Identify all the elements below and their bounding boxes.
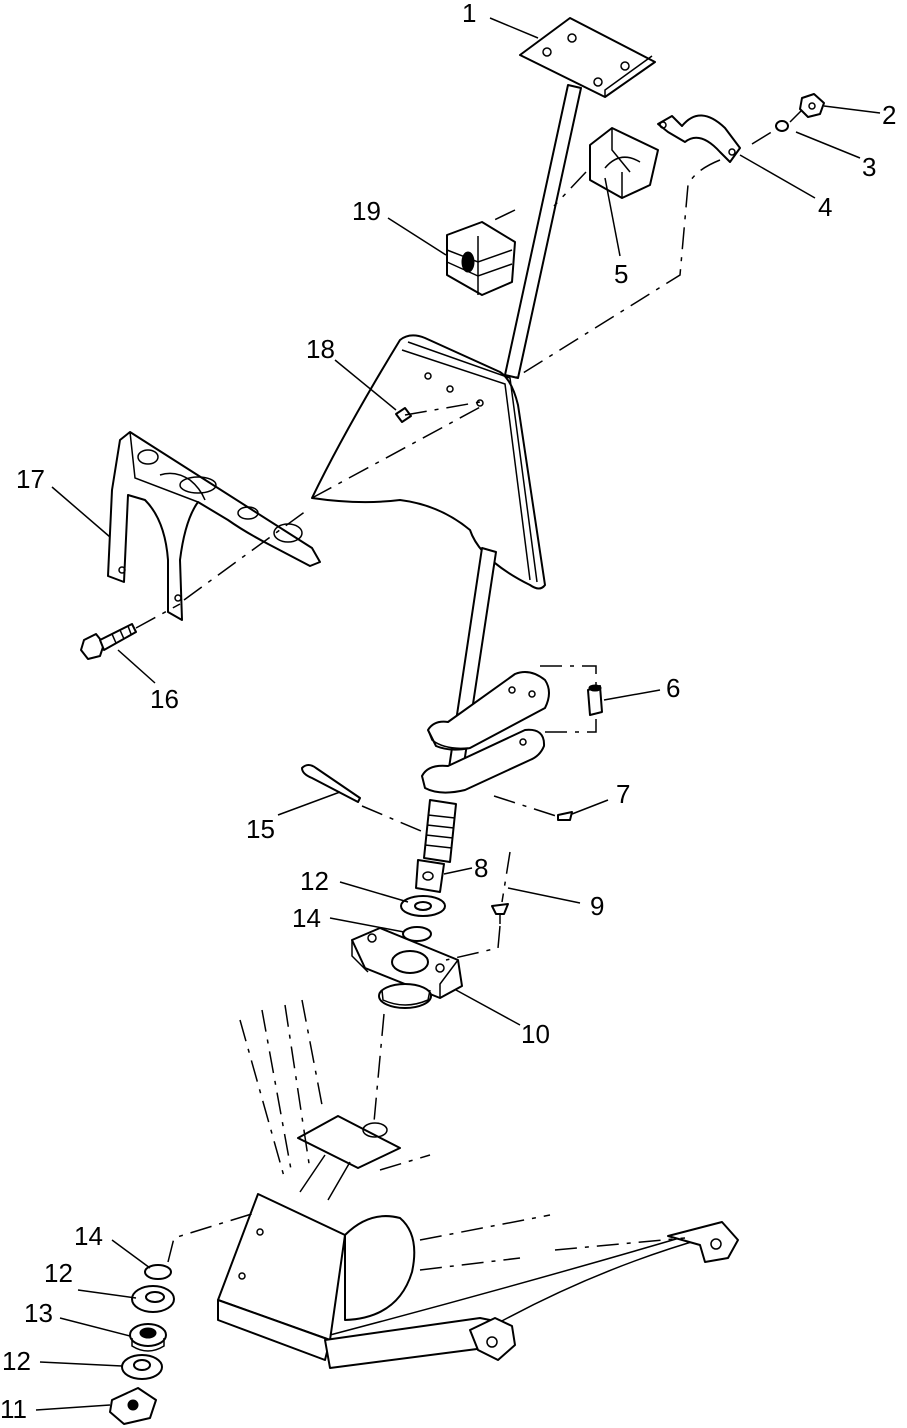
part-14-oring-lower (144, 1264, 172, 1280)
part-6-pitman-arm (421, 671, 603, 794)
part-16-bolt (80, 623, 137, 660)
part-13-castle-nut (129, 1323, 167, 1352)
callout-6: 6 (666, 673, 680, 703)
callout-7: 7 (616, 779, 630, 809)
callout-17: 17 (16, 464, 45, 494)
callout-10: 10 (521, 1019, 550, 1049)
assembly-phantom-lines (135, 109, 803, 1271)
part-2-nut (799, 93, 825, 118)
callout-14-lower: 14 (74, 1221, 103, 1251)
callout-5: 5 (614, 259, 628, 289)
lower-frame-housing (217, 1115, 739, 1369)
callout-16: 16 (150, 684, 179, 714)
callout-12-upper: 12 (300, 866, 329, 896)
part-11-castle-nut (109, 1387, 157, 1425)
callout-13: 13 (24, 1298, 53, 1328)
callout-1: 1 (462, 0, 476, 28)
part-10-bearing-block (351, 927, 463, 1009)
part-4-clamp (657, 114, 741, 163)
part-12-washer-middle (131, 1285, 175, 1313)
callout-14-upper: 14 (292, 903, 321, 933)
part-3-washer (775, 120, 789, 132)
callout-3: 3 (862, 152, 876, 182)
part-19-rubber-block (446, 221, 516, 296)
frame-hole (362, 1122, 388, 1138)
part-12-washer-lower (121, 1354, 163, 1380)
callout-19: 19 (352, 196, 381, 226)
steering-shaft-upper (504, 84, 582, 379)
callout-leader-lines (35, 17, 881, 1411)
shaft-spring (423, 799, 457, 863)
callout-15: 15 (246, 814, 275, 844)
callout-12-middle: 12 (44, 1258, 73, 1288)
part-12-washer-upper (400, 895, 446, 917)
part-9-screw (491, 903, 509, 924)
callout-18: 18 (306, 334, 335, 364)
part-14-oring-upper (402, 926, 432, 942)
part-7-cotter-pin (557, 811, 573, 821)
callout-11: 11 (0, 1394, 27, 1424)
part-18-bracket-plate (311, 334, 546, 590)
part-8-coupler (415, 859, 445, 893)
callout-8: 8 (474, 853, 488, 883)
part-17-mounting-bracket (107, 431, 321, 621)
part-1-mount-plate (519, 17, 656, 98)
part-15-cotter-pin (301, 764, 361, 803)
part-5-bushing (589, 127, 659, 199)
callout-9: 9 (590, 891, 604, 921)
callout-4: 4 (818, 192, 832, 222)
callout-12-lower: 12 (2, 1346, 31, 1376)
callout-2: 2 (882, 100, 896, 130)
